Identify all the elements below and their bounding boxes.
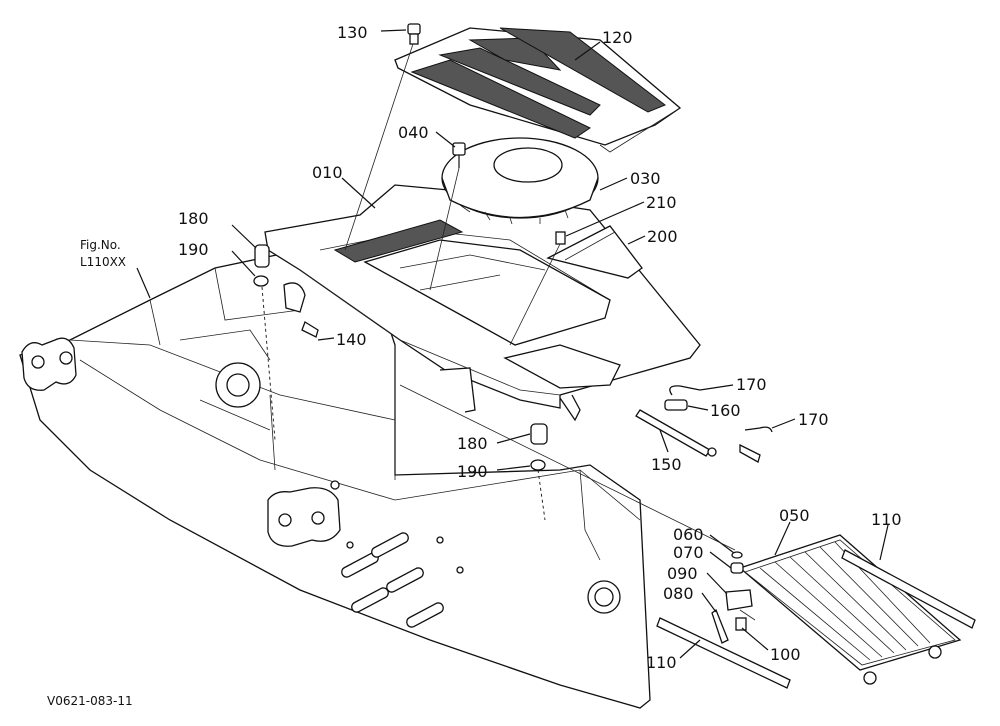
callout-110-right: 110 [871, 510, 902, 529]
callout-050: 050 [779, 506, 810, 525]
mount-180-190-lower [530, 423, 548, 471]
bar-110 [656, 549, 976, 689]
callout-130: 130 [337, 23, 368, 42]
mount-180-190-upper [253, 244, 270, 287]
fig-reference: Fig.No. L110XX [80, 238, 126, 269]
nut-040 [452, 142, 466, 168]
bolt-210 [555, 231, 566, 245]
callout-120: 120 [602, 28, 633, 47]
callout-180-lower: 180 [457, 434, 488, 453]
callout-200: 200 [647, 227, 678, 246]
callout-210: 210 [646, 193, 677, 212]
callout-190-lower: 190 [457, 462, 488, 481]
callout-070: 070 [673, 543, 704, 562]
callout-170-lower: 170 [798, 410, 829, 429]
callout-080: 080 [663, 584, 694, 603]
callout-190-upper: 190 [178, 240, 209, 259]
top-cover-120 [394, 27, 682, 153]
callout-010: 010 [312, 163, 343, 182]
callout-180-upper: 180 [178, 209, 209, 228]
callout-030: 030 [630, 169, 661, 188]
callout-100: 100 [770, 645, 801, 664]
assembly-lines [261, 43, 756, 621]
fasteners-060-100 [711, 551, 753, 644]
callout-labels: 130 120 040 010 030 210 200 180 190 140 … [178, 23, 902, 672]
bolt-130 [407, 23, 421, 45]
clip-170 [669, 385, 773, 463]
callout-150: 150 [651, 455, 682, 474]
rod-150 [635, 409, 717, 457]
fig-ref-line1: Fig.No. [80, 238, 121, 252]
tray-050 [738, 534, 962, 685]
callout-170-upper: 170 [736, 375, 767, 394]
latch-140 [283, 282, 319, 338]
callout-090: 090 [667, 564, 698, 583]
callout-040: 040 [398, 123, 429, 142]
callout-110-left: 110 [646, 653, 677, 672]
pin-160 [664, 399, 688, 411]
drawing-code: V0621-083-11 [47, 694, 133, 708]
fig-ref-line2: L110XX [80, 255, 126, 269]
cap-200 [546, 225, 643, 279]
callout-140: 140 [336, 330, 367, 349]
callout-060: 060 [673, 525, 704, 544]
air-cleaner-030 [441, 137, 599, 225]
main-frame [19, 249, 651, 709]
callout-160: 160 [710, 401, 741, 420]
leader-lines [136, 29, 889, 659]
